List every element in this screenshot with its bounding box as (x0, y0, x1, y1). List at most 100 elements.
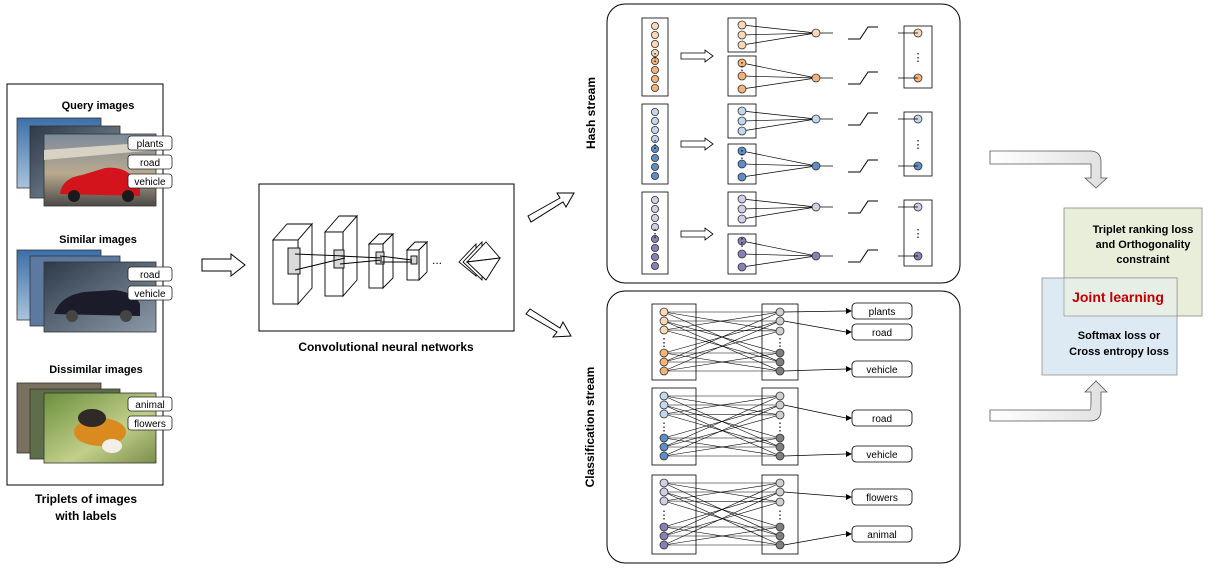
query-label-tags: plants road vehicle (127, 135, 173, 189)
neuron-node (775, 307, 785, 317)
hash-feature-column (641, 17, 669, 97)
vertical-ellipsis: ⋮ (913, 228, 924, 240)
joint-overlap (1063, 277, 1178, 317)
class-label-box (851, 525, 913, 543)
connection-line (663, 482, 781, 503)
neuron-node (659, 348, 669, 358)
hash-stream-title: Hash stream (584, 77, 598, 149)
hash-block-2: ⋮⋮⋮ (641, 103, 933, 185)
connection-line (663, 482, 781, 502)
neuron-node (651, 234, 660, 243)
connection-line (663, 404, 781, 457)
vertical-ellipsis: ⋮ (775, 337, 786, 349)
query-label-plants: plants (137, 139, 164, 150)
class-label-box (851, 323, 913, 341)
neuron-node (659, 325, 669, 335)
neuron-node (811, 251, 821, 261)
similar-label-vehicle: vehicle (134, 289, 166, 300)
triplet-loss-line3: constraint (1116, 254, 1170, 266)
neuron-node (737, 71, 747, 81)
neuron-node (651, 57, 660, 66)
connection-line (741, 150, 817, 167)
neuron-node (775, 531, 785, 541)
neuron-node (659, 357, 669, 367)
neuron-node (659, 400, 669, 410)
neuron-node (659, 391, 669, 401)
softmax-loss-line1: Softmax loss or (1078, 330, 1161, 342)
triplets-caption-line1: Triplets of images (35, 492, 137, 506)
class-label-road: road (872, 414, 892, 425)
class-label-vehicle: vehicle (866, 450, 898, 461)
similar-images-title: Similar images (59, 234, 137, 246)
neuron-node (651, 117, 660, 126)
connection-line (663, 413, 781, 416)
triplet-loss-line1: Triplet ranking loss (1093, 224, 1194, 236)
vertical-ellipsis: ⋮ (737, 149, 748, 161)
classification-feature-column (651, 303, 697, 381)
connection-line (663, 311, 781, 331)
hash-step-activation (848, 249, 878, 263)
classification-feature-column (651, 474, 697, 555)
neuron-node (651, 261, 660, 270)
vertical-ellipsis: ⋮ (659, 422, 670, 434)
neuron-node (659, 433, 669, 443)
label-pointer-line (783, 310, 847, 313)
neuron-node (651, 84, 660, 93)
class-label-road: road (872, 328, 892, 339)
hash-feature-column (641, 103, 669, 185)
class-label-box (851, 445, 913, 463)
hash-subgroup-box (727, 17, 757, 53)
neuron-node (775, 433, 785, 443)
neuron-node (659, 366, 669, 376)
hash-block-3: ⋮⋮⋮ (641, 191, 933, 275)
neuron-node (737, 194, 747, 204)
vertical-ellipsis: ⋮ (775, 510, 786, 522)
query-images-title: Query images (62, 100, 135, 112)
softmax-loss-line2: Cross entropy loss (1069, 346, 1169, 358)
classification-output-column (761, 474, 799, 555)
class-label-flowers: flowers (866, 493, 898, 504)
neuron-node (651, 243, 660, 252)
neuron-node (651, 21, 660, 30)
neuron-node (659, 496, 669, 506)
neuron-node (775, 410, 785, 420)
connection-line (741, 62, 817, 79)
vertical-ellipsis: ⋮ (775, 422, 786, 434)
triplets-caption-line2: with labels (54, 509, 117, 523)
connection-line (741, 32, 817, 46)
red-car-icon (60, 167, 140, 196)
vertical-ellipsis: ⋮ (659, 510, 670, 522)
connection-line (663, 330, 781, 363)
dissimilar-images-title: Dissimilar images (49, 364, 143, 376)
similar-label-tags: road vehicle (127, 266, 173, 301)
hash-code-column (903, 25, 933, 89)
connection-line (741, 165, 817, 178)
neuron-node (651, 252, 660, 261)
connection-line (663, 329, 781, 332)
connection-line (663, 311, 781, 363)
neuron-node (811, 202, 821, 212)
neuron-node (737, 30, 747, 40)
neuron-node (775, 357, 785, 367)
dissimilar-label-tags: animal flowers (127, 396, 173, 431)
dissimilar-image-stack (16, 382, 157, 464)
connection-line (663, 395, 781, 416)
query-label-road: road (140, 158, 160, 169)
label-pointer-arrowhead (846, 531, 852, 537)
neuron-node (651, 126, 660, 135)
connection-line (663, 501, 781, 537)
classification-output-column (761, 303, 799, 381)
arrow-to-classification-stream (525, 308, 572, 338)
neuron-node (651, 222, 660, 231)
vertical-ellipsis: ⋮ (659, 337, 670, 349)
connection-line (663, 491, 781, 546)
vertical-ellipsis: ⋮ (913, 139, 924, 151)
label-pointer-arrowhead (846, 494, 852, 500)
connection-line (663, 526, 781, 546)
hash-code-column (903, 111, 933, 177)
connection-line (741, 118, 817, 122)
hash-feature-arrow (680, 137, 714, 151)
